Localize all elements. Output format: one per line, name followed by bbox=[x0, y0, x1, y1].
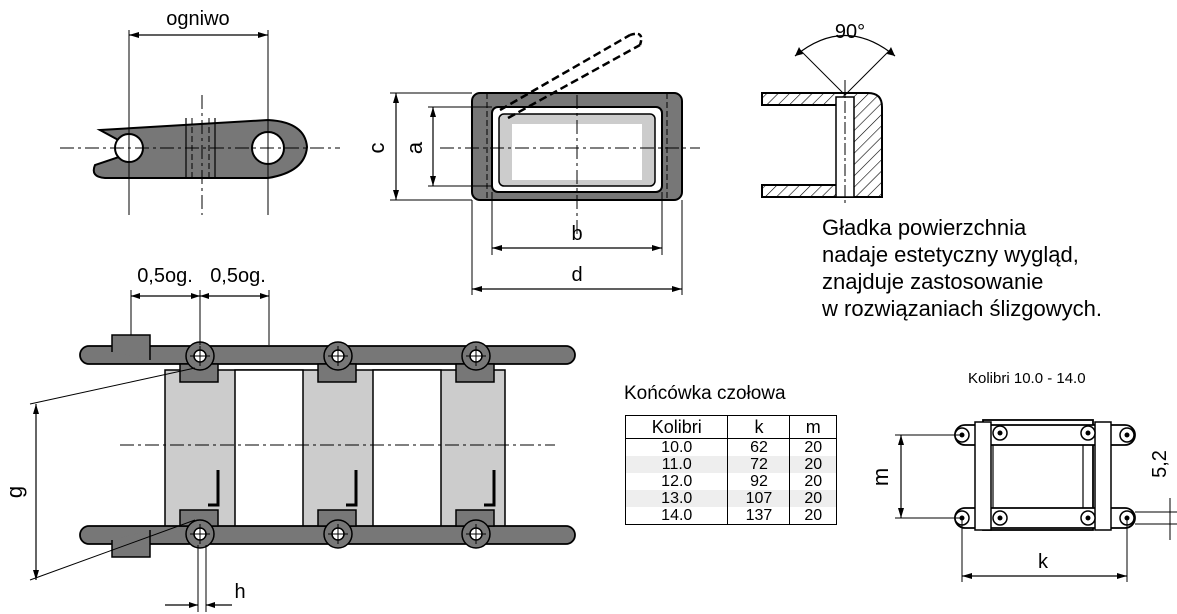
column-header-kolibri: Kolibri bbox=[625, 415, 728, 439]
table-row: 14.0 137 20 bbox=[626, 507, 837, 525]
table-cell: 14.0 bbox=[661, 507, 693, 524]
dim-h-label: h bbox=[234, 581, 245, 603]
chain-side-view: 0,5og. 0,5og. g h bbox=[2, 265, 576, 612]
dim-a-label: a bbox=[402, 141, 427, 154]
column-header-k: k bbox=[727, 415, 790, 439]
column-header-m: m bbox=[789, 415, 837, 439]
dim-k-label: k bbox=[1038, 551, 1049, 573]
dim-d-label: d bbox=[571, 264, 582, 286]
description-line-4: w rozwiązaniach ślizgowych. bbox=[822, 296, 1102, 321]
table-row: 11.0 72 20 bbox=[625, 456, 837, 473]
table-cell: 20 bbox=[789, 473, 837, 490]
table-cell: 20 bbox=[789, 456, 837, 473]
description-line-1: Gładka powierzchnia bbox=[822, 215, 1027, 240]
dim-c-label: c bbox=[364, 143, 389, 154]
table-cell: 10.0 bbox=[661, 439, 693, 456]
end-piece-view: m k 5,2 bbox=[868, 419, 1177, 582]
table-cell: 20 bbox=[789, 507, 837, 525]
kolibri-range-title: Kolibri 10.0 - 14.0 bbox=[968, 370, 1086, 387]
dim-m-label: m bbox=[868, 468, 893, 486]
dim-g-label: g bbox=[2, 486, 27, 498]
table-cell: 11.0 bbox=[625, 456, 728, 473]
table-cell: 20 bbox=[789, 438, 837, 456]
table-cell: 13.0 bbox=[625, 490, 728, 507]
end-piece-table: Kolibri k m 10.0 62 20 11.0 72 20 12.0 9… bbox=[625, 415, 837, 525]
table-cell: 137 bbox=[727, 507, 790, 525]
description-line-3: znajduje zastosowanie bbox=[822, 269, 1044, 294]
dim-5-2-label: 5,2 bbox=[1149, 450, 1171, 478]
half-pitch-label-2: 0,5og. bbox=[210, 265, 266, 287]
table-cell: 12.0 bbox=[661, 473, 693, 490]
section-detail-view: 90° bbox=[761, 21, 896, 205]
table-row: 12.0 92 20 bbox=[626, 473, 837, 490]
ogniwo-label: ogniwo bbox=[166, 8, 229, 30]
table-header-row: Kolibri k m bbox=[625, 415, 837, 439]
table-row: 10.0 62 20 bbox=[626, 438, 837, 456]
table-cell: 62 bbox=[727, 438, 790, 456]
table-cell: 107 bbox=[727, 490, 790, 507]
half-pitch-label-1: 0,5og. bbox=[137, 265, 193, 287]
end-piece-table-title: Końcówka czołowa bbox=[624, 383, 786, 404]
cross-section-view: c a b d bbox=[364, 32, 700, 295]
link-side-view: ogniwo bbox=[60, 8, 340, 215]
angle-label: 90° bbox=[835, 21, 865, 43]
dim-b-label: b bbox=[571, 223, 582, 245]
table-cell: 72 bbox=[727, 456, 790, 473]
description-text: Gładka powierzchnia nadaje estetyczny wy… bbox=[822, 214, 1172, 322]
table-row: 13.0 107 20 bbox=[625, 490, 837, 507]
description-line-2: nadaje estetyczny wygląd, bbox=[822, 242, 1079, 267]
table-cell: 92 bbox=[727, 473, 790, 490]
table-cell: 20 bbox=[789, 490, 837, 507]
